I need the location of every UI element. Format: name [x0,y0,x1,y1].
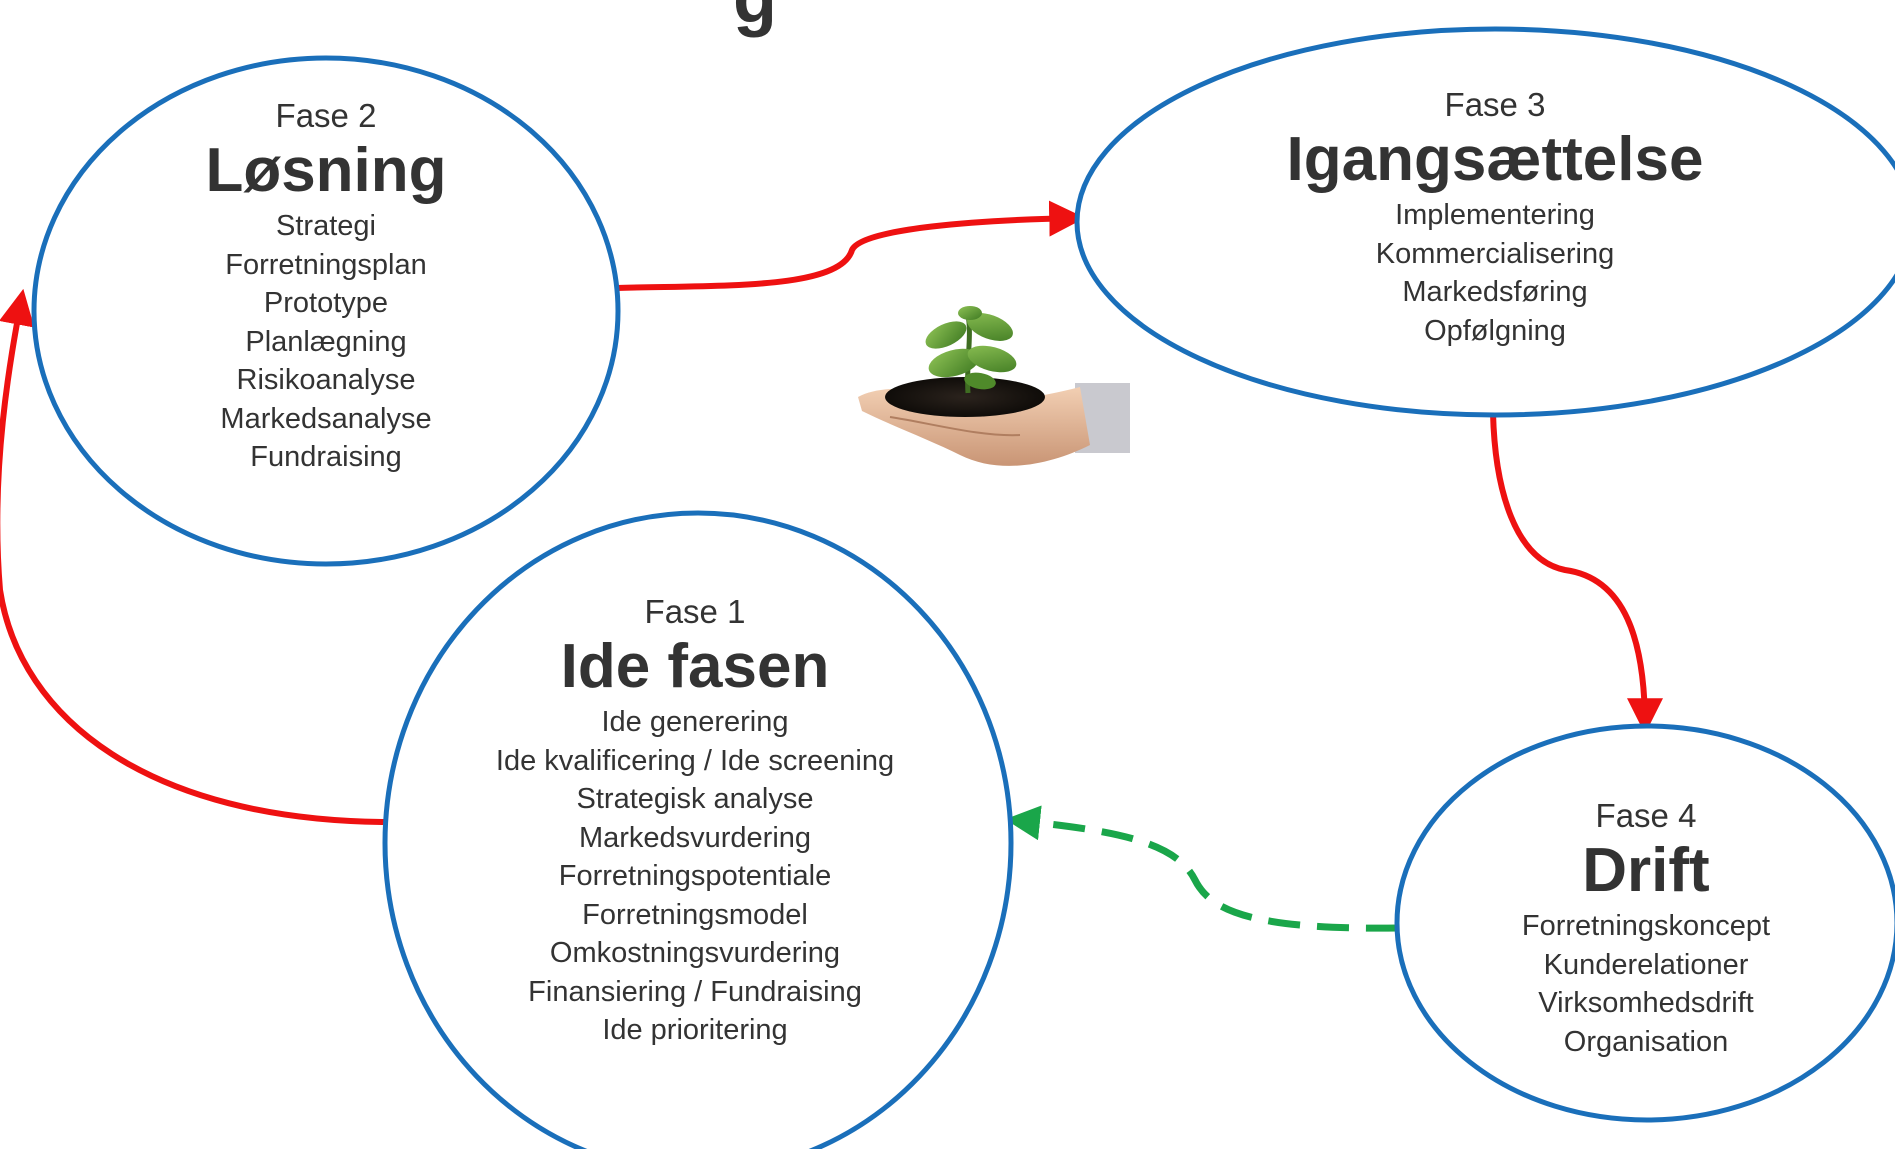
phase-item: Strategi [276,210,376,242]
phase-item: Kunderelationer [1543,948,1749,981]
heading-fragment: g [733,0,777,38]
fase-3-circle [1074,26,1895,418]
phase-item: Forretningsmodel [582,898,808,931]
phase-item: Risikoanalyse [236,364,416,396]
phase-item: Planlægning [245,325,407,358]
phase-title: Løsning [205,136,447,205]
phase-item: Prototype [263,287,389,319]
fase-2-circle [31,55,621,567]
phase-label: Fase 1 [644,593,746,630]
phase-item: Finansiering / Fundraising [528,975,862,1008]
phase-item: Forretningsplan [225,248,427,281]
phase-item: Opfølgning [1424,314,1566,347]
phase-block-fase-2: Fase 2 Løsning Strategi Forretningsplan … [126,97,526,477]
connector-fase1-to-fase2 [0,288,386,825]
phase-label: Fase 2 [275,97,377,134]
fase-1-circle [382,510,1014,1149]
phase-block-fase-3: Fase 3 Igangsættelse Implementering Komm… [1245,86,1745,350]
phase-item: Ide kvalificering / Ide screening [495,744,895,777]
phase-item: Markedsvurdering [578,821,812,854]
connector-fase2-to-fase3 [616,200,1086,291]
plant-in-hand-image [850,305,1130,480]
phase-item: Omkostningsvurdering [549,937,841,969]
phase-item: Strategisk analyse [576,783,814,815]
phase-item: Ide prioritering [602,1014,788,1046]
phase-title: Ide fasen [560,632,830,701]
phase-label: Fase 4 [1595,797,1697,834]
phase-item: Markedsanalyse [220,402,432,435]
phase-title: Drift [1582,836,1710,905]
phase-item: Forretningskoncept [1521,910,1771,942]
connector-fase4-to-fase1 [1005,805,1399,932]
phase-block-fase-1: Fase 1 Ide fasen Ide generering Ide kval… [445,593,945,1050]
phase-block-fase-4: Fase 4 Drift Forretningskoncept Kunderel… [1456,797,1836,1061]
phase-item: Forretningspotentiale [558,860,832,892]
connector-fase3-to-fase4 [1490,412,1663,735]
phase-item: Fundraising [250,441,402,473]
phase-item: Organisation [1563,1025,1729,1058]
phase-item: Implementering [1395,199,1595,231]
phase-label: Fase 3 [1444,86,1546,123]
phase-title: Igangsættelse [1286,125,1704,194]
phase-item: Virksomhedsdrift [1538,987,1754,1019]
phase-item: Kommercialisering [1375,237,1615,270]
phase-item: Markedsføring [1402,276,1588,308]
phase-item: Ide generering [601,706,789,738]
fase-4-circle [1394,723,1895,1123]
